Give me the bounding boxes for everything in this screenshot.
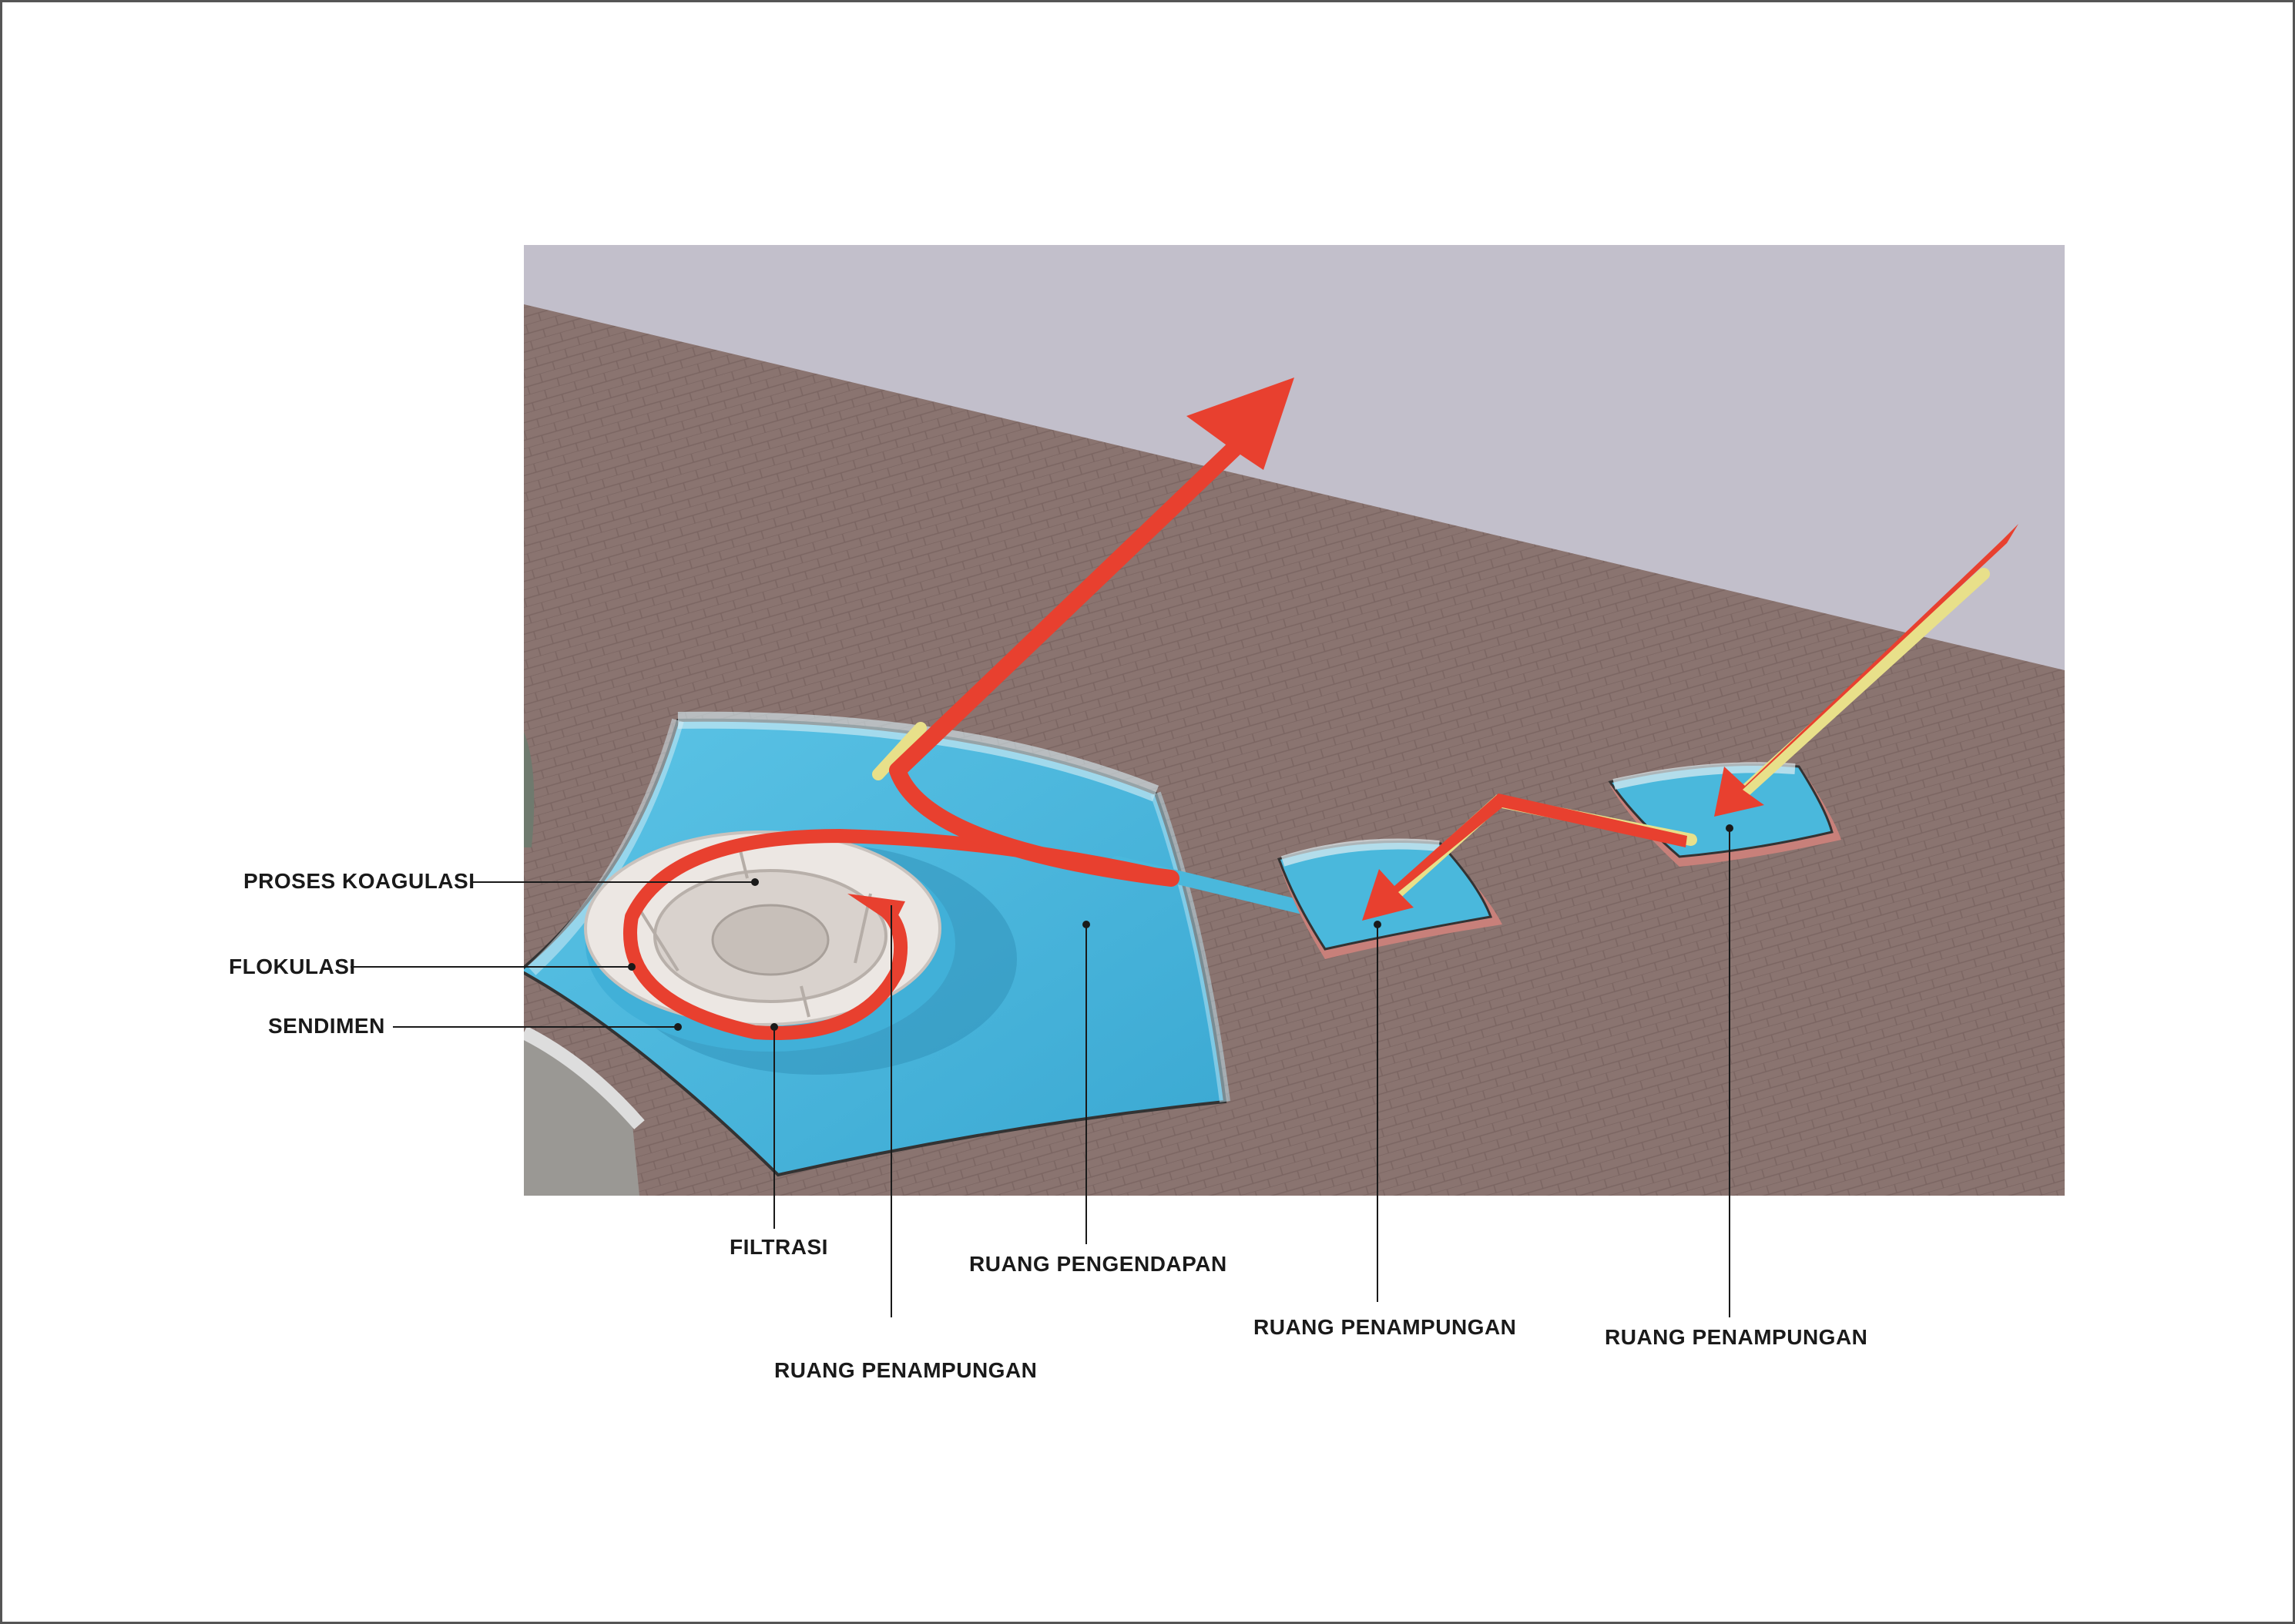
leader-dots — [628, 824, 1733, 1031]
flow-arrows — [1362, 524, 2018, 921]
label-flokulasi: FLOKULASI — [229, 955, 356, 978]
filtration-tank — [584, 830, 955, 1052]
outflow-arrow — [889, 427, 1257, 887]
label-sendimen: SENDIMEN — [268, 1014, 385, 1038]
label-filtrasi: FILTRASI — [730, 1235, 828, 1259]
neighbor-structure — [524, 732, 645, 1196]
label-proses-koagulasi: PROSES KOAGULASI — [243, 869, 475, 893]
label-ruang-penampungan-2: RUANG PENAMPUNGAN — [1253, 1315, 1517, 1339]
spiral-flow — [623, 829, 1178, 1040]
outflow-arrow-head — [1186, 377, 1294, 470]
label-ruang-penampungan-3: RUANG PENAMPUNGAN — [1605, 1325, 1868, 1349]
label-ruang-penampungan-1: RUANG PENAMPUNGAN — [774, 1358, 1038, 1382]
leader-lines — [351, 828, 1730, 1317]
label-ruang-pengendapan: RUANG PENGENDAPAN — [969, 1252, 1227, 1276]
